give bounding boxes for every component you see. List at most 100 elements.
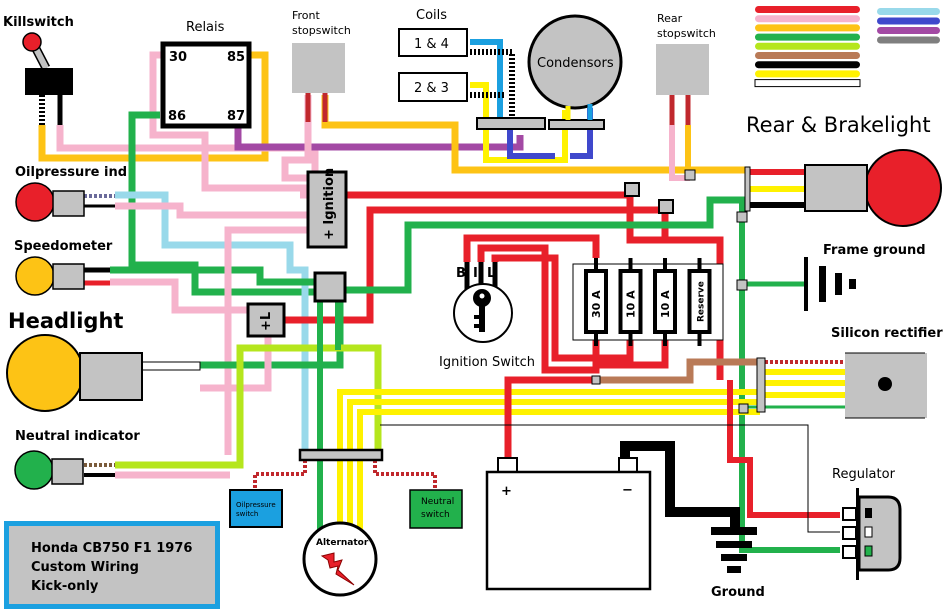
wire-blue-condensor	[570, 108, 593, 159]
legend-swatch	[755, 24, 860, 32]
frame-ground-icon	[804, 257, 856, 311]
legend-swatch	[755, 70, 860, 78]
fuse-label: 10 A	[659, 290, 672, 318]
junction-small-3	[684, 169, 696, 181]
ignition-block-label: + Ignition	[322, 168, 337, 240]
wire-white-regulator	[380, 424, 840, 533]
oilpressure-switch-label-1: Oilpressure	[236, 501, 276, 509]
wire-red-battery	[504, 376, 596, 460]
coil-1-4-label: 1 & 4	[414, 37, 449, 52]
junction-small-4	[736, 211, 748, 223]
condensors-label: Condensors	[537, 56, 614, 71]
battery-plus-label: +	[501, 484, 512, 499]
junction-small-7	[738, 403, 749, 414]
wire-orange-killswitch	[38, 51, 269, 162]
key-icon	[473, 289, 491, 332]
headlight: Headlight	[6, 309, 143, 412]
regulator-label: Regulator	[832, 467, 896, 482]
fuse-label: 30 A	[590, 290, 603, 318]
oilpressure-indicator-label: Oilpressure ind	[15, 165, 127, 180]
relais-label: Relais	[186, 20, 225, 35]
legend-swatch	[755, 15, 860, 23]
frame-ground: Frame ground	[804, 243, 926, 311]
wire-brown	[596, 358, 760, 384]
fuse: 10 A	[653, 258, 677, 346]
legend-swatch	[877, 17, 940, 25]
wire-yellow-alt-2	[347, 399, 760, 530]
title-box: Honda CB750 F1 1976 Custom Wiring Kick-o…	[4, 521, 220, 609]
wire-red-fuse-b	[463, 234, 600, 262]
brakelight-bulb-icon	[864, 149, 942, 227]
title-line-3: Kick-only	[31, 579, 99, 594]
rear-brakelight-label: Rear & Brakelight	[746, 113, 931, 137]
ignition-terminal-i: I	[473, 266, 478, 281]
ground: Ground	[711, 527, 765, 600]
ground-icon	[711, 527, 757, 573]
oilpressure-indicator: Oilpressure ind	[15, 165, 127, 222]
wire-black-dashed-coil	[470, 49, 515, 118]
wire-green-frame	[739, 200, 840, 553]
speedometer-bulb-icon	[15, 256, 55, 296]
front-stopswitch: Front stopswitch	[292, 9, 351, 122]
neutral-switch-label-2: switch	[421, 510, 450, 520]
headlight-bulb-icon	[6, 334, 84, 412]
wire-dashed-oilswitch	[253, 460, 307, 490]
killswitch-label: Killswitch	[3, 15, 74, 30]
wire-yellow-alt-3	[357, 409, 760, 530]
fuse: 10 A	[618, 258, 643, 346]
relais: Relais 30 85 86 87	[160, 20, 252, 129]
battery-minus-terminal	[618, 457, 638, 473]
wire-pink-oil	[115, 202, 310, 219]
fuse-label: 10 A	[625, 290, 638, 318]
condensor-connector	[548, 119, 605, 130]
wire-blue-coil	[507, 128, 555, 159]
l-block: +L	[246, 302, 286, 338]
l-block-label: +L	[259, 312, 274, 331]
wire-lightblue-oil	[115, 191, 309, 455]
wire-lime	[115, 344, 382, 469]
front-stopswitch-label-1: Front	[292, 9, 321, 22]
relais-pin-86: 86	[168, 109, 186, 124]
frame-ground-label: Frame ground	[823, 243, 926, 258]
speedometer-label: Speedometer	[14, 239, 113, 254]
legend-swatch	[755, 6, 860, 13]
fuse-label: Reserve	[697, 281, 707, 322]
legend-swatch	[755, 42, 860, 50]
coil-2-3-label: 2 & 3	[414, 81, 449, 96]
condensors: Condensors	[527, 14, 623, 130]
wire-red-regulator	[727, 380, 840, 518]
neutral-switch: Neutral switch	[409, 489, 463, 529]
neutral-indicator: Neutral indicator	[14, 429, 140, 490]
wire-pink-front-stop	[281, 95, 312, 182]
wire-green-main	[340, 196, 745, 294]
legend-swatch	[877, 36, 940, 44]
junction-box	[313, 271, 347, 303]
wire-purple	[234, 128, 524, 151]
title-line-1: Honda CB750 F1 1976	[31, 541, 193, 556]
fuse-box: 30 A 10 A 10 A Reserve	[572, 258, 724, 346]
legend-swatch	[755, 33, 860, 41]
wire-color-legend	[754, 6, 861, 88]
coil-connector	[476, 117, 546, 130]
wire-green-relais-86	[128, 111, 320, 296]
wire-yellow-coil	[470, 82, 568, 163]
oilpressure-bulb-icon	[15, 182, 55, 222]
fuse: Reserve	[687, 258, 712, 346]
battery: + −	[485, 457, 652, 591]
junction-small-2	[658, 199, 674, 214]
rear-brakelight: Rear & Brakelight	[744, 113, 942, 227]
oilpressure-switch: Oilpressure switch	[229, 489, 283, 528]
title-line-2: Custom Wiring	[31, 560, 139, 575]
wire-red-fuse-3	[596, 340, 669, 369]
wire-pink-headlight	[200, 335, 272, 392]
rectifier-connector	[756, 357, 766, 413]
ignition-switch-label: Ignition Switch	[439, 355, 535, 370]
coils-label: Coils	[416, 8, 447, 23]
killswitch-knob-icon	[22, 32, 42, 52]
wire-yellow-alt-1	[337, 389, 760, 530]
ground-label: Ground	[711, 585, 765, 600]
rear-stopswitch-label-1: Rear	[657, 12, 683, 25]
battery-plus-terminal	[497, 457, 518, 473]
wire-red-fuse-l	[491, 254, 634, 362]
